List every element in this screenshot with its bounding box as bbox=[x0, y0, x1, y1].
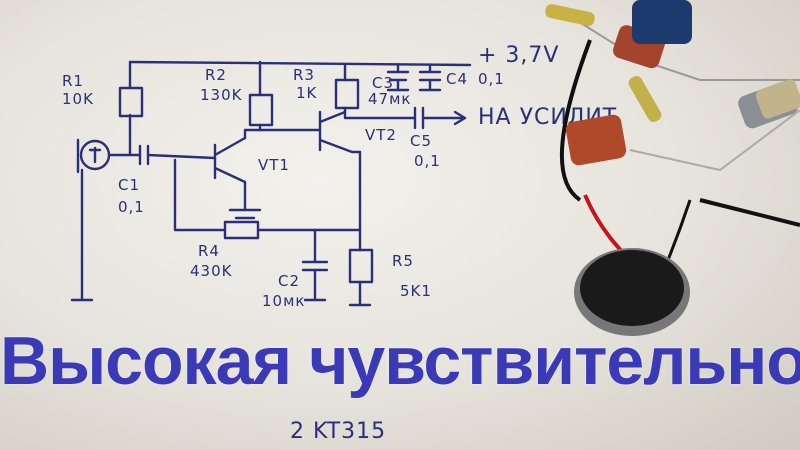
c2-label: C2 bbox=[278, 272, 300, 290]
vt2-label: VT2 bbox=[365, 126, 397, 144]
r3-label: R3 bbox=[293, 66, 315, 84]
resistor-yellow-top bbox=[545, 4, 595, 26]
r4-label: R4 bbox=[198, 242, 220, 260]
r5-value: 5K1 bbox=[400, 282, 432, 300]
c4-label: C4 bbox=[446, 70, 468, 88]
r1-label: R1 bbox=[62, 72, 84, 90]
r4-value: 430K bbox=[190, 262, 233, 280]
electrolytic-capacitor bbox=[632, 0, 692, 44]
r3-resistor bbox=[334, 78, 360, 110]
c3-label: C3 bbox=[372, 74, 394, 92]
r2-resistor bbox=[248, 93, 274, 127]
resistor-yellow-middle bbox=[628, 76, 662, 122]
c5-capacitor bbox=[343, 106, 467, 130]
r2-label: R2 bbox=[205, 66, 227, 84]
c4-value: 0,1 bbox=[478, 70, 505, 88]
electret-microphone bbox=[574, 248, 690, 336]
r1-resistor bbox=[118, 86, 144, 118]
r2-value: 130K bbox=[200, 86, 243, 104]
vt2-transistor bbox=[258, 110, 362, 154]
vt1-transistor bbox=[213, 136, 262, 220]
r3-value: 1K bbox=[296, 84, 318, 102]
c1-value: 0,1 bbox=[118, 198, 145, 216]
c2-capacitor bbox=[301, 228, 329, 302]
r5-label: R5 bbox=[392, 252, 414, 270]
r1-value: 10K bbox=[62, 90, 94, 108]
c3-value: 47мк bbox=[368, 90, 411, 108]
c1-capacitor bbox=[138, 144, 217, 166]
c1-label: C1 bbox=[118, 176, 140, 194]
c4-capacitor bbox=[418, 63, 442, 92]
r5-resistor bbox=[348, 248, 374, 284]
c2-value: 10мк bbox=[262, 292, 305, 310]
transistor-note: 2 KT315 bbox=[290, 419, 386, 444]
c5-value: 0,1 bbox=[414, 152, 441, 170]
video-caption: Высокая чувствительность bbox=[0, 323, 800, 399]
c5-label: C5 bbox=[410, 132, 432, 150]
vt1-label: VT1 bbox=[258, 156, 290, 174]
transistor-metal-can bbox=[738, 79, 800, 129]
capacitor-red-middle bbox=[565, 114, 627, 166]
c3-capacitor bbox=[386, 63, 410, 92]
supply-rail bbox=[128, 60, 472, 67]
supply-label: + 3,7V bbox=[478, 43, 559, 68]
r4-resistor bbox=[223, 220, 260, 240]
